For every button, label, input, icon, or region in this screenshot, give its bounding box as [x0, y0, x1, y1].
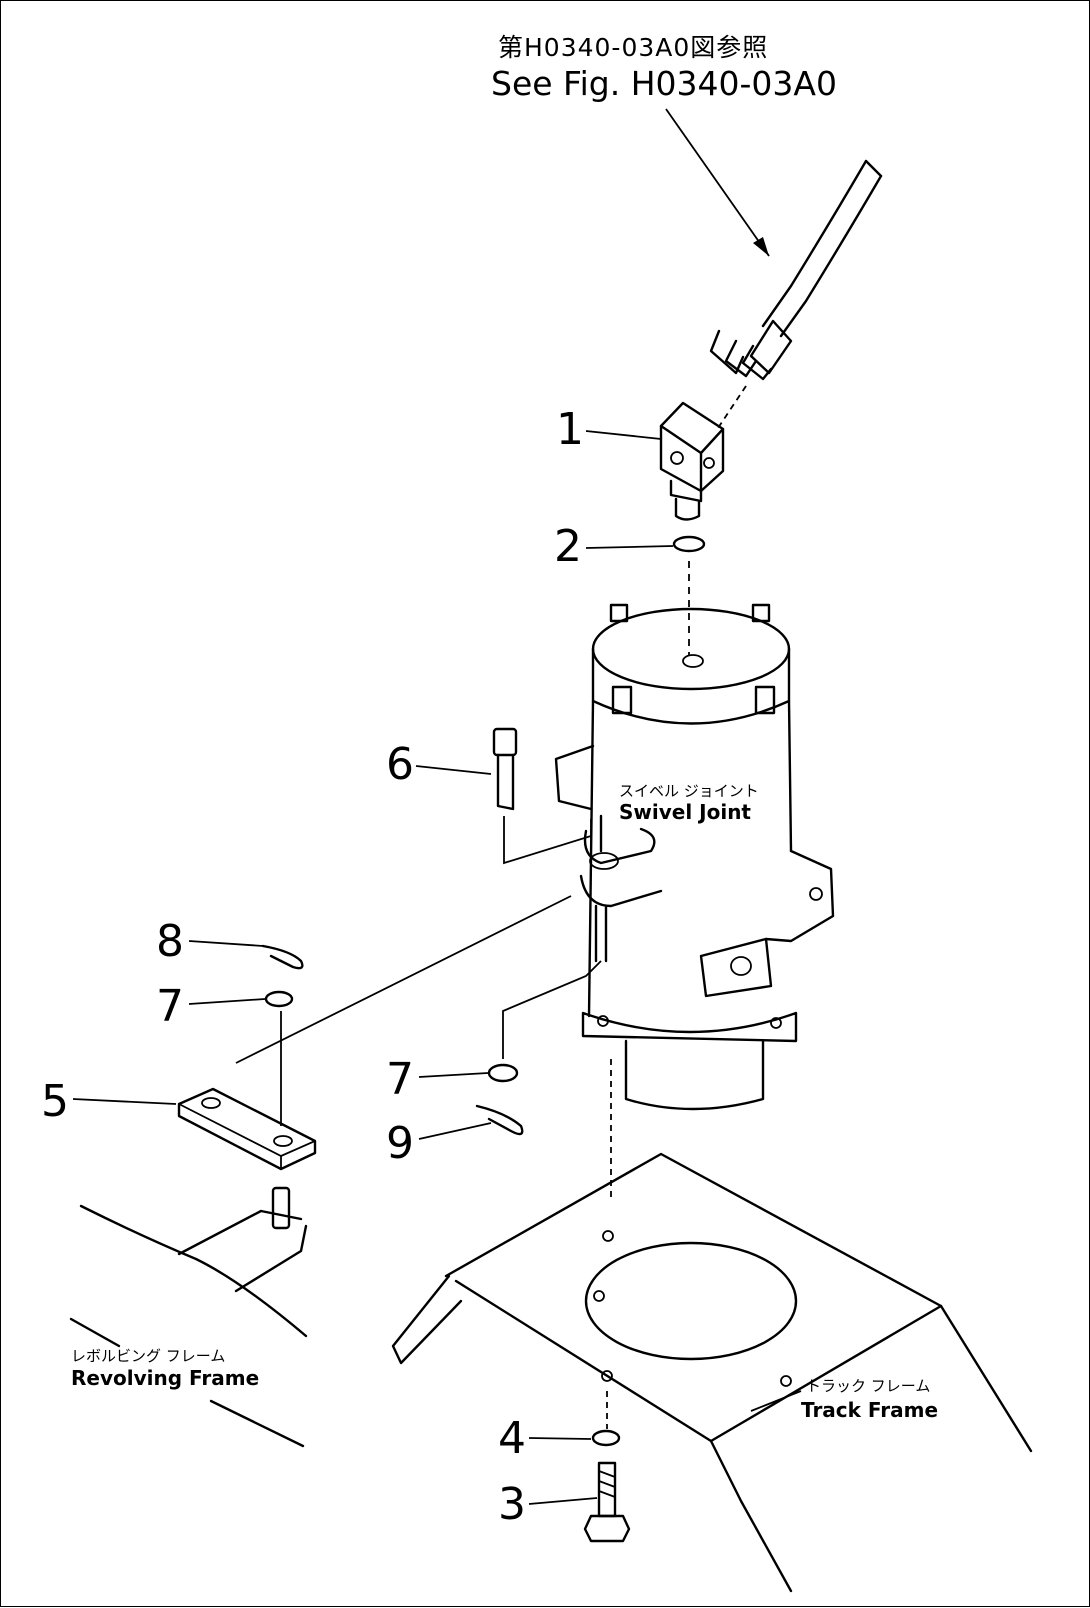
callout-4: 4 — [498, 1413, 592, 1464]
track-frame-label-en: Track Frame — [801, 1398, 938, 1422]
lock-plate-leader — [235, 895, 572, 1064]
svg-text:6: 6 — [386, 739, 414, 790]
lock-plate — [177, 1087, 317, 1171]
svg-text:7: 7 — [386, 1054, 414, 1105]
lock-pin — [492, 727, 592, 865]
washer-7b-leader — [502, 960, 602, 1059]
svg-text:3: 3 — [498, 1479, 526, 1530]
cotter-pin-8 — [261, 944, 304, 970]
svg-text:4: 4 — [498, 1413, 526, 1464]
revolving-frame — [69, 1186, 308, 1448]
cotter-pin-9 — [475, 1104, 524, 1136]
revolving-frame-label-en: Revolving Frame — [71, 1366, 259, 1390]
callout-1: 1 — [556, 404, 662, 455]
o-ring — [672, 535, 706, 553]
callout-6: 6 — [386, 739, 492, 790]
mounting-bolt — [583, 1461, 631, 1543]
callout-7b: 7 — [386, 1054, 489, 1105]
hose — [709, 159, 883, 432]
swivel-joint-label-en: Swivel Joint — [619, 800, 751, 824]
svg-text:2: 2 — [554, 521, 582, 572]
callout-9: 9 — [386, 1118, 492, 1169]
callout-3: 3 — [498, 1479, 598, 1530]
callout-2: 2 — [554, 521, 674, 572]
svg-text:8: 8 — [156, 916, 184, 967]
track-frame-label-jp: トラック フレーム — [806, 1377, 930, 1395]
callout-7a: 7 — [156, 981, 266, 1032]
svg-text:5: 5 — [41, 1076, 69, 1127]
swivel-joint-label-jp: スイベル ジョイント — [619, 782, 759, 800]
washer-7b — [487, 1063, 519, 1083]
washer-4 — [591, 1429, 621, 1447]
revolving-frame-label-jp: レボルビング フレーム — [71, 1347, 225, 1365]
svg-text:1: 1 — [556, 404, 584, 455]
callout-5: 5 — [41, 1076, 177, 1127]
reference-arrowhead — [753, 237, 769, 256]
reference-leader — [665, 108, 770, 257]
track-frame — [391, 1152, 1033, 1593]
reference-label-jp: 第H0340-03A0図参照 — [498, 33, 768, 62]
swivel-joint-body — [554, 603, 835, 1201]
callout-8: 8 — [156, 916, 264, 967]
svg-text:7: 7 — [156, 981, 184, 1032]
svg-text:9: 9 — [386, 1118, 414, 1169]
washer-7a — [264, 990, 294, 1008]
elbow-fitting — [659, 401, 725, 521]
reference-label-en: See Fig. H0340-03A0 — [491, 64, 837, 103]
